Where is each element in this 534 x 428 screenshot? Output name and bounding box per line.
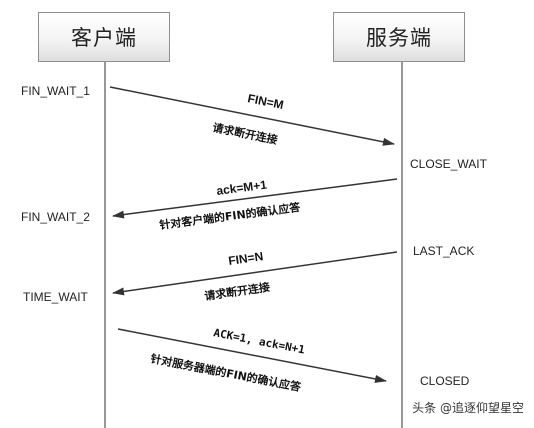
server-header: 服务端 (333, 12, 465, 62)
state-closed: CLOSED (420, 374, 470, 388)
fin-n-arrow (112, 251, 398, 296)
ack-m1-label: ack=M+1 (216, 178, 268, 198)
ack-n1-label: ACK=1, ack=N+1 (212, 326, 306, 357)
fin-m-arrow (109, 86, 395, 146)
client-header: 客户端 (38, 12, 170, 62)
watermark: 头条 @追逐仰望星空 (412, 401, 524, 415)
ack-m1-arrow (112, 178, 398, 219)
state-close-wait: CLOSE_WAIT (410, 157, 487, 171)
ack-n1-arrow (117, 328, 387, 383)
fin-n-desc: 请求断开连接 (203, 280, 270, 303)
state-fin-wait-2: FIN_WAIT_2 (21, 210, 90, 224)
fin-n-label: FIN=N (227, 249, 264, 268)
state-last-ack: LAST_ACK (413, 244, 475, 258)
server-title: 服务端 (366, 26, 432, 50)
state-time-wait: TIME_WAIT (23, 290, 88, 304)
fin-m-label: FIN=M (246, 91, 284, 112)
client-title: 客户端 (71, 26, 137, 50)
ack-m1-desc: 针对客户端的FIN的确认应答 (159, 200, 302, 232)
state-fin-wait-1: FIN_WAIT_1 (21, 84, 90, 98)
ack-n1-desc: 针对服务器端的FIN的确认应答 (149, 351, 303, 394)
fin-m-desc: 请求断开连接 (211, 120, 278, 147)
